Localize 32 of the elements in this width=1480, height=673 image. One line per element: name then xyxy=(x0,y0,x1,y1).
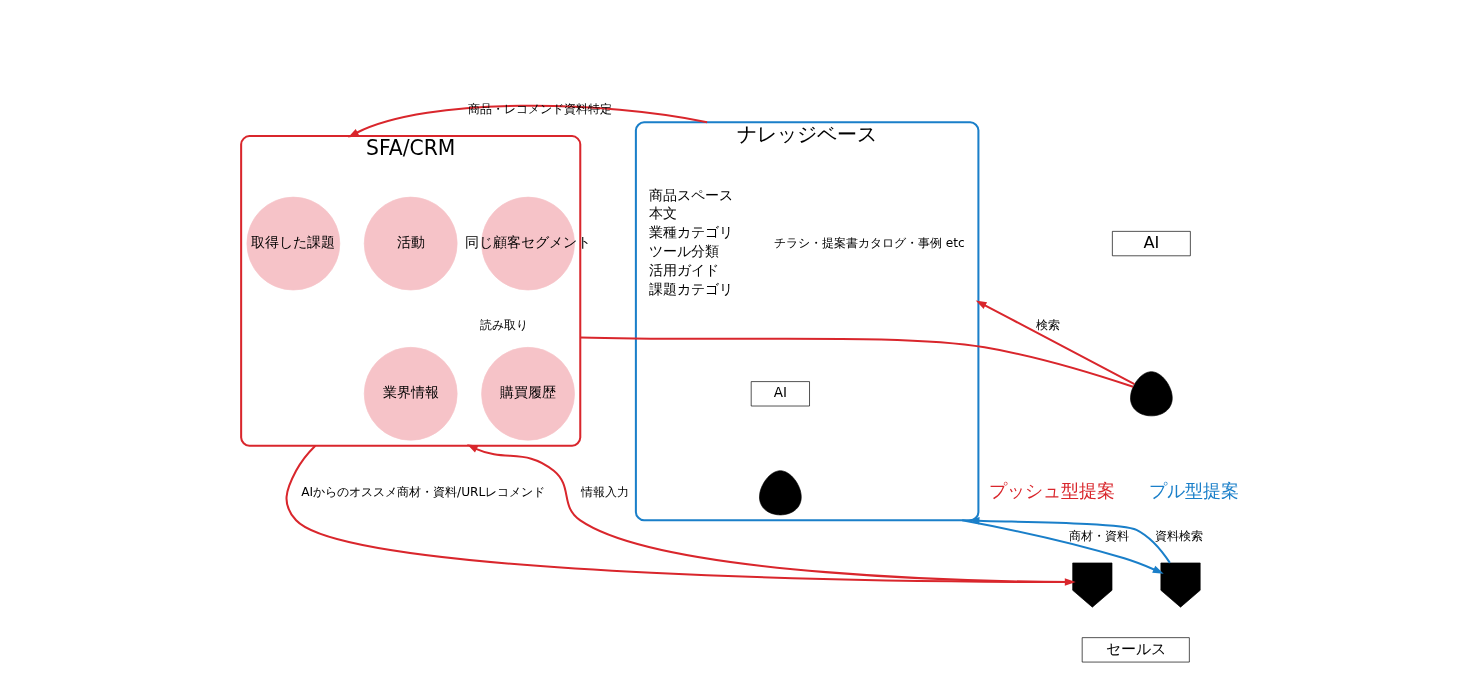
node-circle: 業界情報 xyxy=(363,347,458,441)
arrow xyxy=(348,104,708,138)
node-box: セールス xyxy=(1081,637,1190,663)
picture xyxy=(1130,371,1173,417)
edge-label: AIからのオススメ商材・資料/URLレコメンド xyxy=(301,484,546,499)
node-circle: 活動 xyxy=(363,196,458,291)
label: プル型提案 xyxy=(1149,481,1240,502)
node-circle: 取得した課題 xyxy=(246,196,341,291)
label: プッシュ型提案 xyxy=(988,481,1115,502)
node-person xyxy=(1160,562,1201,608)
label: 課題カテゴリ xyxy=(649,281,734,298)
edge-label: 商材・資料 xyxy=(1069,528,1130,543)
node-text: チラシ・提案書カタログ・事例 etc xyxy=(773,235,965,250)
label: 本文 xyxy=(649,205,678,222)
node-circle: 購買履歴 xyxy=(481,347,575,441)
node-box: AI xyxy=(1112,231,1191,257)
arrow xyxy=(962,519,1164,574)
edge-label: 読み取り xyxy=(479,317,528,332)
picture xyxy=(759,470,802,516)
label: ツール分類 xyxy=(649,243,720,260)
edge-label: 情報入力 xyxy=(581,484,630,499)
label: 業種カテゴリ xyxy=(649,224,734,241)
label: 活用ガイド xyxy=(649,262,720,279)
node-circle xyxy=(481,196,575,291)
edge-label: 検索 xyxy=(1035,317,1060,332)
node-person xyxy=(1072,562,1113,608)
node-box: AI xyxy=(750,381,810,407)
label: 商品スペース xyxy=(649,186,734,203)
edge-label: 資料検索 xyxy=(1154,528,1203,543)
connector xyxy=(580,336,1134,388)
arrow xyxy=(975,300,1135,386)
arrow xyxy=(968,517,1171,564)
